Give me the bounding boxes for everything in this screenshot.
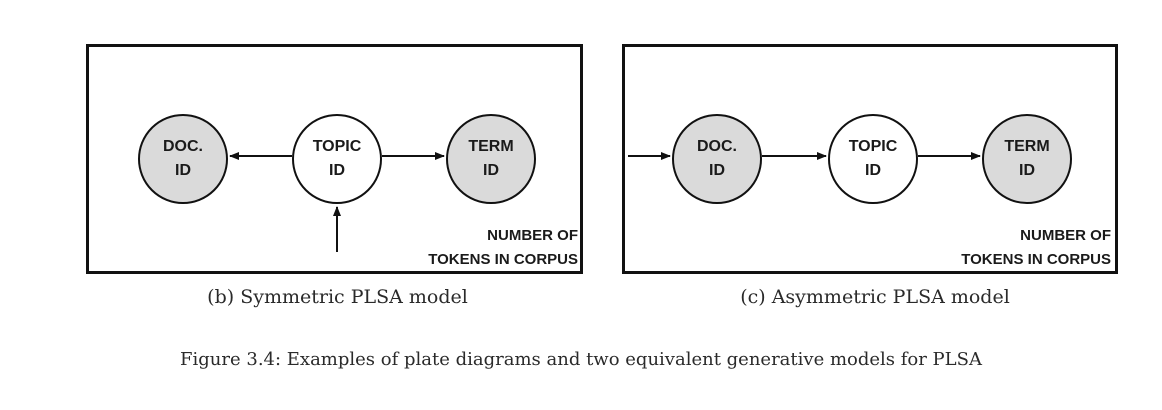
plate-label-b: NUMBER OF TOKENS IN CORPUS	[428, 224, 578, 272]
plate-label-line-2: TOKENS IN CORPUS	[428, 251, 578, 268]
subcaption-asymmetric: (c) Asymmetric PLSA model	[740, 286, 1010, 308]
node-label-line-2: ID	[175, 162, 191, 179]
node-label-line-1: TOPIC	[312, 138, 362, 155]
node-label-line-1: DOC.	[163, 138, 203, 155]
node-topic-id-b: TOPIC ID	[292, 114, 382, 204]
node-label-line-2: ID	[329, 162, 345, 179]
node-label-line-2: ID	[709, 162, 725, 179]
node-label-line-1: DOC.	[697, 138, 737, 155]
node-doc-id-c: DOC. ID	[672, 114, 762, 204]
node-term-id-b: TERM ID	[446, 114, 536, 204]
node-label-line-1: TERM	[468, 138, 514, 155]
node-label-line-2: ID	[1019, 162, 1035, 179]
node-term-id-c: TERM ID	[982, 114, 1072, 204]
figure-caption: Figure 3.4: Examples of plate diagrams a…	[180, 349, 982, 370]
plate-label-line-1: NUMBER OF	[487, 227, 578, 244]
node-label-line-2: ID	[483, 162, 499, 179]
node-label-line-1: TERM	[1004, 138, 1050, 155]
plate-label-c: NUMBER OF TOKENS IN CORPUS	[961, 224, 1111, 272]
plate-label-line-1: NUMBER OF	[1020, 227, 1111, 244]
plate-label-line-2: TOKENS IN CORPUS	[961, 251, 1111, 268]
node-label-line-2: ID	[865, 162, 881, 179]
node-label-line-1: TOPIC	[848, 138, 898, 155]
subcaption-symmetric: (b) Symmetric PLSA model	[207, 286, 468, 308]
node-doc-id-b: DOC. ID	[138, 114, 228, 204]
node-topic-id-c: TOPIC ID	[828, 114, 918, 204]
